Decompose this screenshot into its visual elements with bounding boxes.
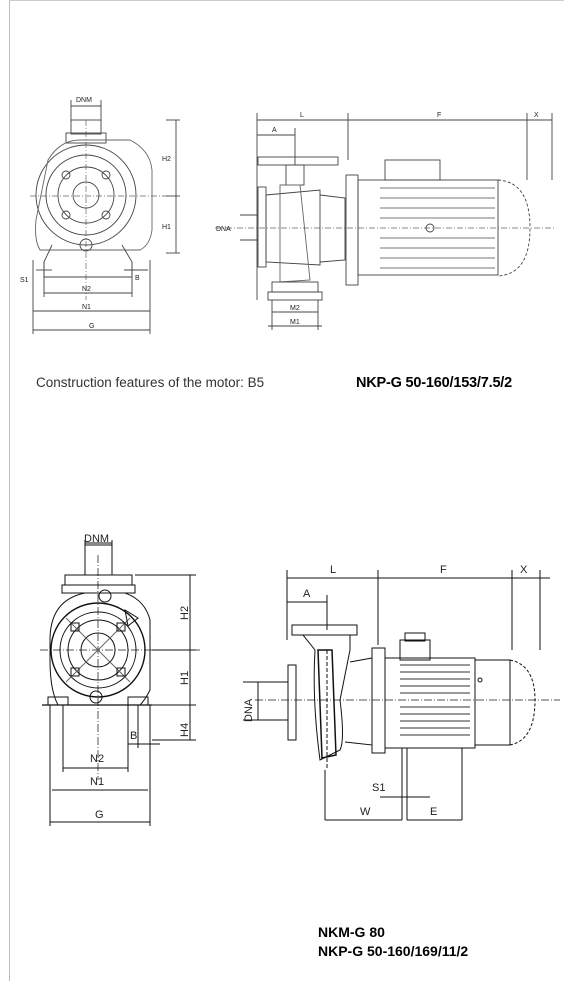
top-front-s1-label: S1: [20, 277, 29, 284]
top-side-a-label: A: [272, 127, 277, 134]
bottom-front-h2-label: H2: [179, 606, 191, 620]
top-front-n1-label: N1: [82, 304, 91, 311]
bottom-side-l-label: L: [330, 564, 336, 576]
top-model-label: NKP-G 50-160/153/7.5/2: [356, 375, 512, 391]
bottom-side-x-label: X: [520, 564, 528, 576]
top-side-x-label: X: [534, 112, 539, 119]
bottom-model-line1: NKM-G 80: [318, 924, 385, 940]
bottom-front-dnm-label: DNM: [84, 533, 109, 545]
top-side-l-label: L: [300, 112, 304, 119]
top-side-dna-label: DNA: [216, 226, 231, 233]
top-front-dnm-label: DNM: [76, 97, 92, 104]
bottom-front-h1-label: H1: [179, 671, 191, 685]
top-front-g-label: G: [89, 323, 94, 330]
bottom-front-n2-label: N2: [90, 753, 104, 765]
top-side-m2-label: M2: [290, 305, 300, 312]
bottom-front-g-label: G: [95, 809, 104, 821]
page-border-top: [9, 0, 564, 1]
bottom-side-dna-label: DNA: [243, 698, 255, 722]
top-front-h1-label: H1: [162, 224, 171, 231]
bottom-side-f-label: F: [440, 564, 447, 576]
motor-construction-caption: Construction features of the motor: B5: [36, 375, 265, 390]
bottom-side-w-label: W: [360, 806, 371, 818]
bottom-model-line2: NKP-G 50-160/169/11/2: [318, 943, 469, 959]
bottom-side-a-label: A: [303, 588, 311, 600]
bottom-front-h4-label: H4: [179, 723, 191, 737]
top-side-m1-label: M1: [290, 319, 300, 326]
bottom-side-e-label: E: [430, 806, 437, 818]
bottom-front-n1-label: N1: [90, 776, 104, 788]
bottom-side-s1-label: S1: [372, 782, 385, 794]
top-front-b-label: B: [135, 275, 140, 282]
top-front-n2-label: N2: [82, 286, 91, 293]
top-front-h2-label: H2: [162, 156, 171, 163]
page-border-left: [9, 0, 10, 981]
bottom-front-b-label: B: [130, 730, 137, 742]
top-side-f-label: F: [437, 112, 441, 119]
